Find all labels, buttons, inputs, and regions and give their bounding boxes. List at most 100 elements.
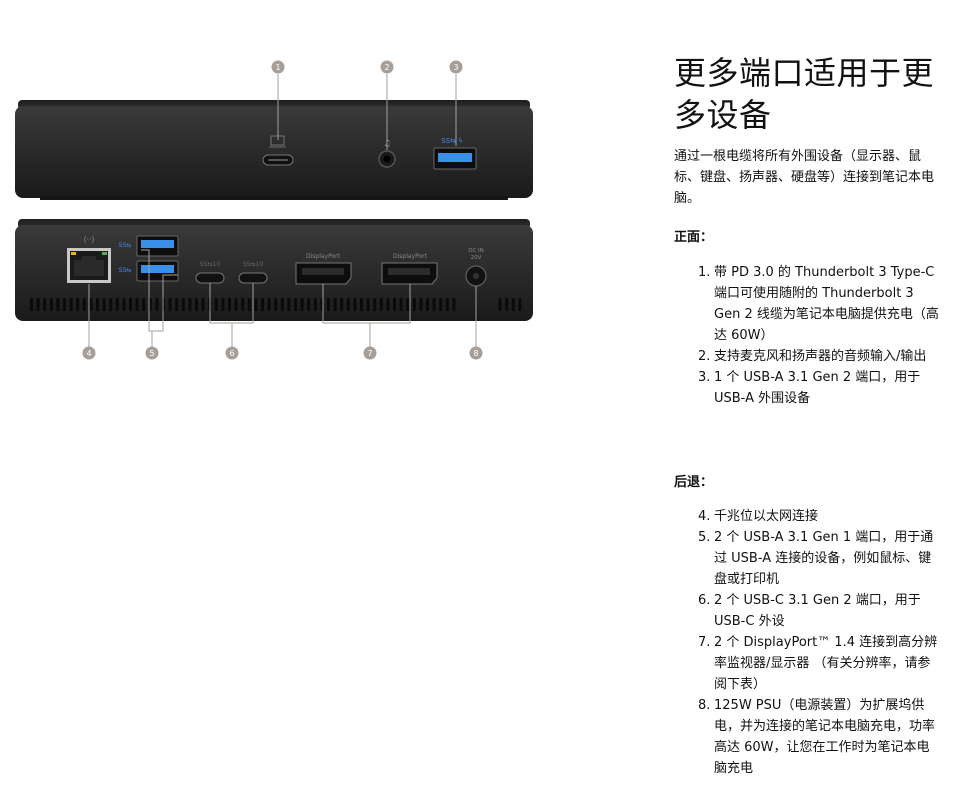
ethernet-port: ⟨··⟩: [67, 235, 111, 283]
list-item: 5.2 个 USB-A 3.1 Gen 1 端口，用于通过 USB-A 连接的设…: [698, 527, 942, 590]
front-thunderbolt-port: [262, 135, 294, 166]
vent-slot: [505, 298, 509, 311]
vent-slot: [43, 298, 47, 311]
list-item-text: 带 PD 3.0 的 Thunderbolt 3 Type-C 端口可使用随附的…: [714, 265, 939, 343]
svg-text:SS⇆10: SS⇆10: [200, 261, 220, 268]
list-item: 6.2 个 USB-C 3.1 Gen 2 端口，用于 USB-C 外设: [698, 590, 942, 632]
vent-slot: [280, 298, 284, 311]
vent-slot: [175, 298, 179, 311]
vent-slot: [254, 298, 258, 311]
front-usb-a-port: SS⇆ ϟ: [433, 137, 477, 170]
vent-slot: [498, 298, 502, 311]
vent-slot: [115, 298, 119, 311]
svg-text:20V: 20V: [471, 255, 482, 261]
vent-slot: [294, 298, 297, 311]
list-item-number: 1.: [698, 265, 711, 280]
callout-8: 8: [469, 346, 483, 360]
vent-slot: [135, 298, 139, 311]
vent-slot: [228, 298, 231, 311]
list-item: 4.千兆位以太网连接: [698, 506, 942, 527]
list-item-text: 1 个 USB-A 3.1 Gen 2 端口，用于 USB-A 外围设备: [714, 370, 921, 406]
callout-5: 5: [145, 346, 159, 360]
vent-slot: [129, 298, 132, 311]
vent-slot: [122, 298, 126, 311]
vent-slot: [234, 298, 238, 311]
vent-slot: [393, 298, 396, 311]
front-port-list: 1.带 PD 3.0 的 Thunderbolt 3 Type-C 端口可使用随…: [698, 262, 942, 409]
vent-slot: [287, 298, 291, 311]
back-displayport-ports: DisplayPort DisplayPort: [295, 253, 438, 285]
front-audio-jack: ♫: [378, 139, 396, 168]
vent-slot: [69, 298, 73, 311]
svg-text:1: 1: [275, 63, 280, 72]
vent-slot: [267, 298, 271, 311]
vent-slot: [30, 298, 33, 311]
list-item-text: 千兆位以太网连接: [714, 509, 819, 524]
list-item-text: 2 个 DisplayPort™ 1.4 连接到高分辨率监视器/显示器 （有关分…: [714, 635, 938, 692]
vent-slot: [109, 298, 113, 311]
vent-slot: [439, 298, 443, 311]
svg-text:DC IN: DC IN: [468, 248, 484, 254]
vent-slot: [168, 298, 172, 311]
list-item-text: 2 个 USB-C 3.1 Gen 2 端口，用于 USB-C 外设: [714, 593, 921, 629]
vent-slot: [89, 298, 93, 311]
vent-slot: [155, 298, 159, 311]
callout-1: 1: [271, 60, 285, 74]
vent-slot: [386, 298, 390, 311]
title-line-1: 更多端口适用于更: [674, 54, 935, 92]
vent-slot: [63, 298, 66, 311]
callout-2: 2: [380, 60, 394, 74]
vent-slot: [247, 298, 251, 311]
vent-slot: [274, 298, 278, 311]
vent-slot: [333, 298, 337, 311]
vent-slot: [360, 298, 363, 311]
list-item: 8.125W PSU（电源装置）为扩展坞供电，并为连接的笔记本电脑充电，功率高达…: [698, 695, 942, 779]
vent-slot: [82, 298, 86, 311]
svg-text:DisplayPort: DisplayPort: [306, 253, 341, 260]
list-item: 7.2 个 DisplayPort™ 1.4 连接到高分辨率监视器/显示器 （有…: [698, 632, 942, 695]
vent-slot: [511, 298, 515, 311]
vent-slot: [188, 298, 192, 311]
vent-slot: [36, 298, 40, 311]
vent-slot: [49, 298, 53, 311]
svg-text:3: 3: [453, 63, 458, 72]
vent-slot: [261, 298, 264, 311]
intro-paragraph: 通过一根电缆将所有外围设备（显示器、鼠标、键盘、扬声器、硬盘等）连接到笔记本电脑…: [674, 149, 935, 206]
list-item: 2.支持麦克风和扬声器的音频输入/输出: [698, 346, 942, 367]
vent-slot: [426, 298, 429, 311]
list-item-number: 7.: [698, 635, 711, 650]
list-item-number: 4.: [698, 509, 711, 524]
list-item-number: 2.: [698, 349, 711, 364]
svg-text:6: 6: [229, 349, 234, 358]
back-usb-c-ports: SS⇆10 SS⇆10: [195, 261, 268, 284]
callout-7: 7: [363, 346, 377, 360]
list-item-number: 3.: [698, 370, 711, 385]
list-item-text: 支持麦克风和扬声器的音频输入/输出: [714, 349, 927, 364]
front-heading: 正面：: [674, 230, 714, 245]
vent-slot: [221, 298, 225, 311]
svg-text:SS⇆: SS⇆: [119, 242, 132, 249]
vent-slot: [353, 298, 357, 311]
vent-slot: [96, 298, 99, 311]
list-item-number: 8.: [698, 698, 711, 713]
vent-slot: [445, 298, 449, 311]
vent-slot: [307, 298, 311, 311]
svg-text:DisplayPort: DisplayPort: [393, 253, 428, 260]
list-item: 3.1 个 USB-A 3.1 Gen 2 端口，用于 USB-A 外围设备: [698, 367, 942, 409]
vent-slot: [406, 298, 410, 311]
vent-slot: [300, 298, 304, 311]
svg-text:4: 4: [86, 349, 91, 358]
vent-slot: [373, 298, 377, 311]
list-item-number: 6.: [698, 593, 711, 608]
list-item-text: 125W PSU（电源装置）为扩展坞供电，并为连接的笔记本电脑充电，功率高达 6…: [714, 698, 936, 776]
vent-slot: [142, 298, 146, 311]
list-item-number: 5.: [698, 530, 711, 545]
list-item-text: 2 个 USB-A 3.1 Gen 1 端口，用于通过 USB-A 连接的设备，…: [714, 530, 934, 587]
callout-4: 4: [82, 346, 96, 360]
vent-slot: [102, 298, 106, 311]
vent-slot: [432, 298, 436, 311]
vent-slot: [379, 298, 383, 311]
vent-slot: [419, 298, 423, 311]
back-heading: 后退：: [674, 475, 714, 490]
